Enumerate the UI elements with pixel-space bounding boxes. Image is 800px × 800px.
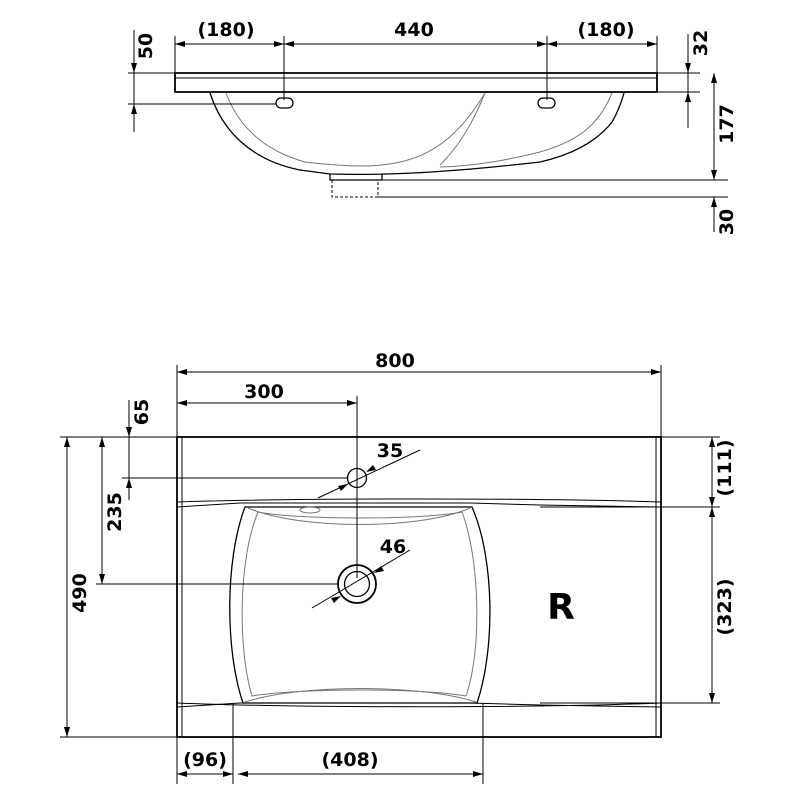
dim-side-180-right: (180) [577,19,634,41]
top-outline [176,436,662,738]
dim-800: 800 [375,350,415,372]
side-slab [174,72,658,93]
side-basin-inner-2 [439,92,486,166]
side-basin-inner [225,92,486,167]
side-drain-pipe [331,180,379,198]
top-ledge-back [176,502,662,508]
dim-96: (96) [183,749,227,771]
top-view: R 800 300 35 46 65 [60,350,736,784]
side-marker-r: R [547,587,575,628]
dim-side-440: 440 [394,19,434,41]
side-basin-outer [209,92,625,176]
side-view: (180) 440 (180) 50 32 177 30 [128,19,738,235]
overflow-slot [299,506,321,514]
dim-46: 46 [380,536,406,558]
dim-111: (111) [714,439,736,496]
dim-side-180-left: (180) [197,19,254,41]
dim-235: 235 [104,492,126,532]
top-basin-outer [229,506,491,704]
dim-408: (408) [321,749,378,771]
dim-side-30: 30 [716,209,738,235]
top-basin-inner [241,511,478,697]
dim-300: 300 [244,381,284,403]
dim-65: 65 [131,399,153,425]
dim-side-177: 177 [716,104,738,144]
dim-35: 35 [377,440,403,462]
dim-35-leader [317,449,421,499]
side-basin-inner-3 [439,92,613,168]
dim-490: 490 [69,573,91,613]
dim-46-leader [311,549,411,609]
top-ledge-front [176,702,662,708]
dim-323: (323) [714,578,736,635]
side-drain-top [329,174,383,181]
dim-side-32: 32 [690,30,712,56]
dim-side-50: 50 [135,33,157,59]
